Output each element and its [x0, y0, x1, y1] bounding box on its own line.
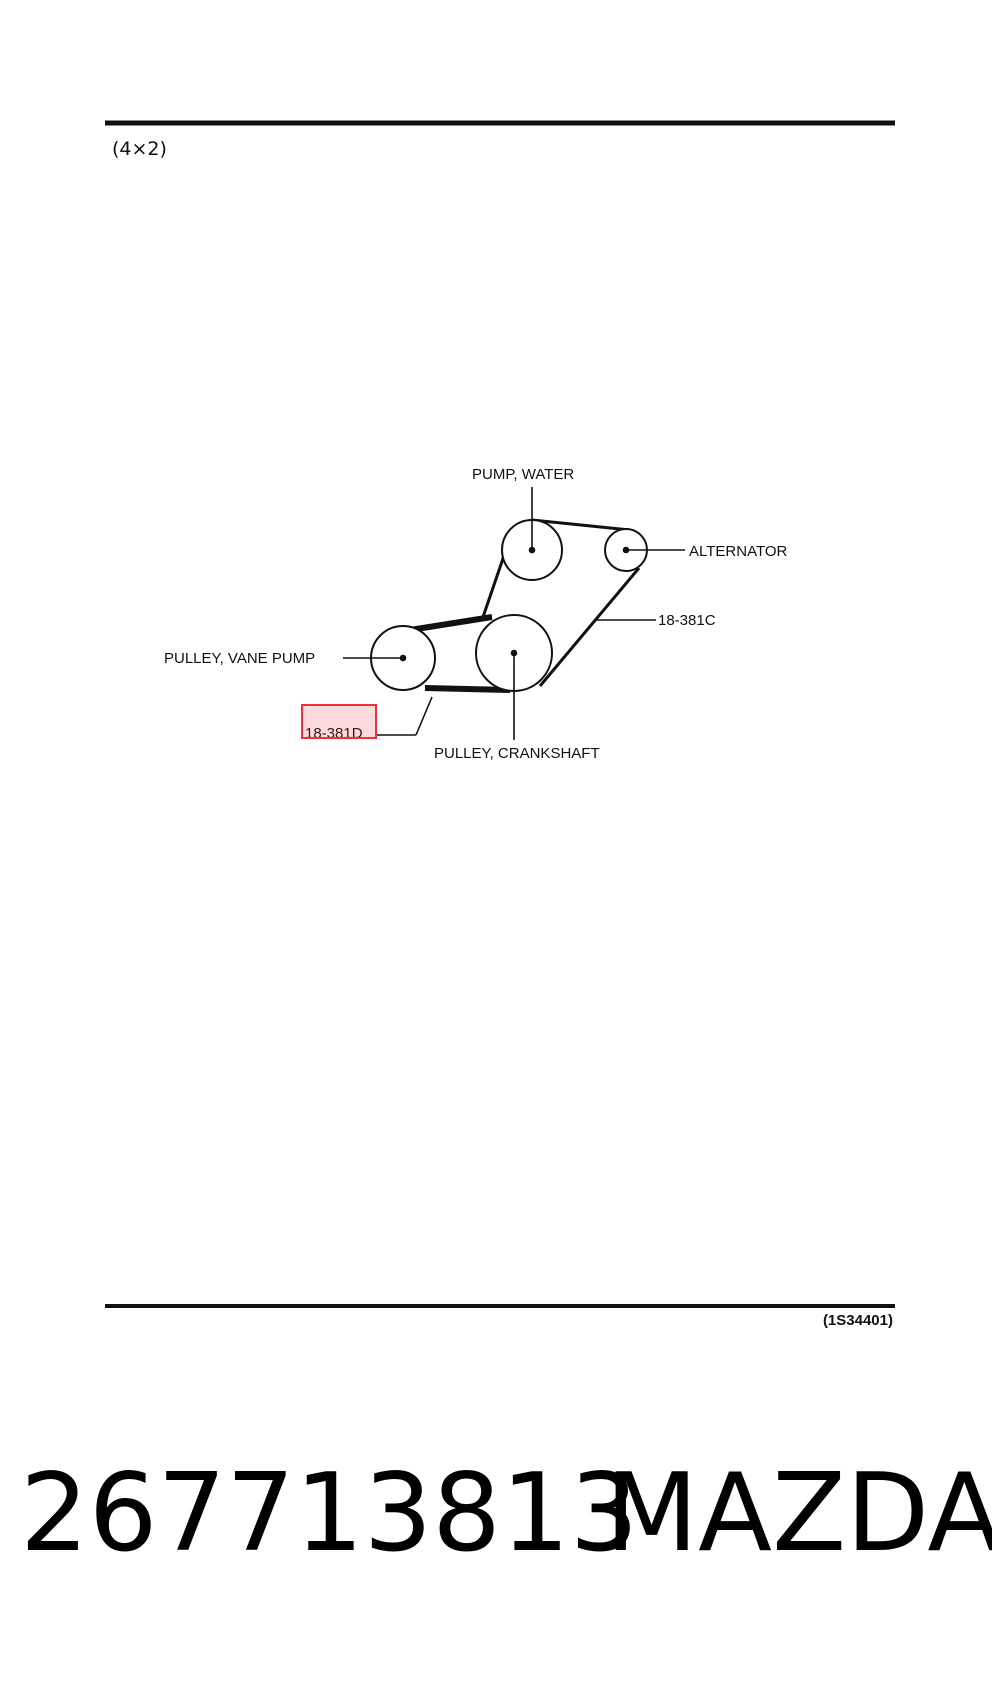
belt-18-381d	[409, 614, 511, 693]
footer: 267713813 MAZDA	[0, 1460, 992, 1600]
label-alternator: ALTERNATOR	[689, 543, 788, 560]
variant-label: (4×2)	[112, 138, 167, 160]
figure-ref: (1S34401)	[823, 1312, 893, 1329]
highlight-box	[301, 704, 377, 739]
label-crankshaft: PULLEY, CRANKSHAFT	[434, 745, 600, 762]
label-vane-pump: PULLEY, VANE PUMP	[164, 650, 315, 667]
part-number: 267713813	[20, 1451, 639, 1576]
label-water-pump: PUMP, WATER	[472, 466, 574, 483]
brand-name: MAZDA	[605, 1451, 992, 1576]
leader-lines	[343, 487, 685, 740]
label-belt-c: 18-381C	[658, 612, 716, 629]
